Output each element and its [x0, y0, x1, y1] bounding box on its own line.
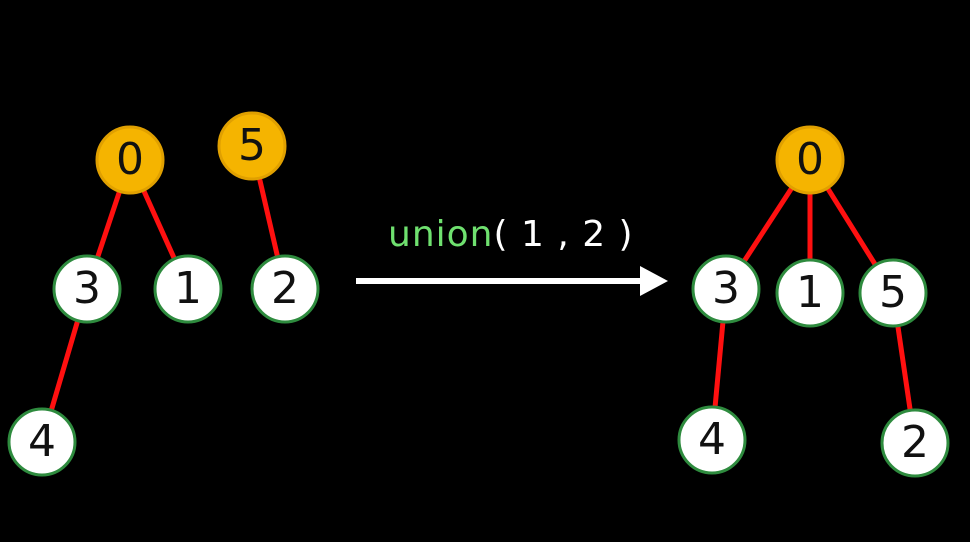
after-node-label-5: 5 [879, 267, 907, 318]
after-edge-0-5 [823, 182, 880, 271]
before-forest: 0 3 1 4 5 2 [7, 111, 320, 477]
before-edge-3-4 [47, 314, 82, 417]
transition-arrow-head [640, 266, 668, 296]
before-edge-0-1 [139, 184, 179, 265]
before-node-label-4: 4 [28, 416, 56, 467]
after-node-2 [880, 408, 950, 478]
before-node-3 [52, 254, 122, 324]
after-node-label-2: 2 [901, 417, 929, 468]
after-node-label-1: 1 [796, 267, 824, 318]
before-edge-5-2 [256, 172, 281, 263]
before-node-label-5: 5 [238, 120, 266, 171]
operation-label: union( 1 , 2 ) [388, 214, 634, 255]
after-edge-5-2 [894, 319, 914, 417]
before-node-4 [7, 407, 77, 477]
after-node-0-root [775, 125, 845, 195]
after-node-4 [677, 405, 747, 475]
before-node-label-3: 3 [73, 263, 101, 314]
operation-arguments: ( 1 , 2 ) [493, 214, 634, 255]
after-edge-3-4 [712, 316, 726, 413]
after-edge-0-3 [739, 182, 797, 267]
after-node-label-4: 4 [698, 414, 726, 465]
after-node-3 [691, 254, 761, 324]
before-node-label-2: 2 [271, 263, 299, 314]
before-edge-0-3 [93, 185, 124, 264]
before-node-5-root [217, 111, 287, 181]
before-node-0-root [95, 125, 165, 195]
after-node-label-0: 0 [796, 134, 824, 185]
before-node-1 [153, 254, 223, 324]
after-node-5 [858, 258, 928, 328]
after-node-label-3: 3 [712, 263, 740, 314]
transition-arrow-shaft [356, 278, 642, 284]
before-node-label-0: 0 [116, 134, 144, 185]
after-forest: 0 3 1 5 4 2 [677, 125, 950, 478]
before-node-label-1: 1 [174, 263, 202, 314]
after-node-1 [775, 258, 845, 328]
operation-function-name: union [388, 214, 494, 255]
before-node-2 [250, 254, 320, 324]
